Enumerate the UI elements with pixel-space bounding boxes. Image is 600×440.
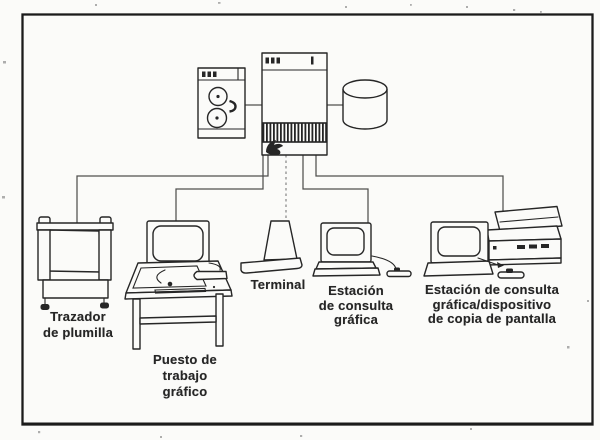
digitizer-tablet — [132, 265, 207, 289]
plotter-paper — [46, 229, 102, 273]
workstation-label: Puesto de trabajo gráfico — [153, 352, 217, 399]
query-station-copier-label: Estación de consulta gráfica/dispositivo… — [424, 282, 560, 326]
scan-noise — [2, 2, 589, 438]
panel-switch — [311, 56, 314, 65]
digitizer-puck — [167, 281, 173, 287]
network-lines — [76, 104, 504, 223]
edge-cpu-query-station — [302, 155, 369, 223]
plotter-label: Trazador de plumilla — [42, 309, 114, 340]
query-station-icon — [312, 222, 412, 278]
disk-cylinder-icon — [342, 79, 388, 130]
tape-head-knob — [229, 99, 237, 113]
light-pen — [497, 262, 504, 268]
terminal-base — [240, 257, 303, 274]
copier-front — [488, 238, 562, 261]
cpu-cabinet-icon — [261, 52, 328, 156]
query-station-copier-icon — [423, 205, 563, 279]
terminal-label: Terminal — [250, 277, 306, 292]
terminal-wedge-icon — [240, 220, 303, 274]
workstation-keyboard — [193, 270, 228, 281]
query-screen — [326, 227, 365, 256]
query-station-label: Estación de consulta gráfica — [318, 283, 394, 327]
edge-cpu-workstation — [175, 155, 264, 221]
copier-paper — [494, 205, 563, 232]
edge-cpu-query-station-copier — [315, 155, 504, 213]
terminal-body — [263, 220, 298, 261]
vent-grille — [263, 123, 326, 142]
ink-blot — [266, 140, 283, 156]
pen-plotter-icon — [36, 216, 114, 310]
copier-screen — [437, 226, 481, 257]
workstation-desk-icon — [124, 220, 233, 350]
query-mouse — [386, 270, 412, 278]
edge-cpu-plotter — [76, 155, 269, 223]
tape-drive-icon — [197, 67, 246, 139]
workstation-screen — [152, 225, 204, 262]
